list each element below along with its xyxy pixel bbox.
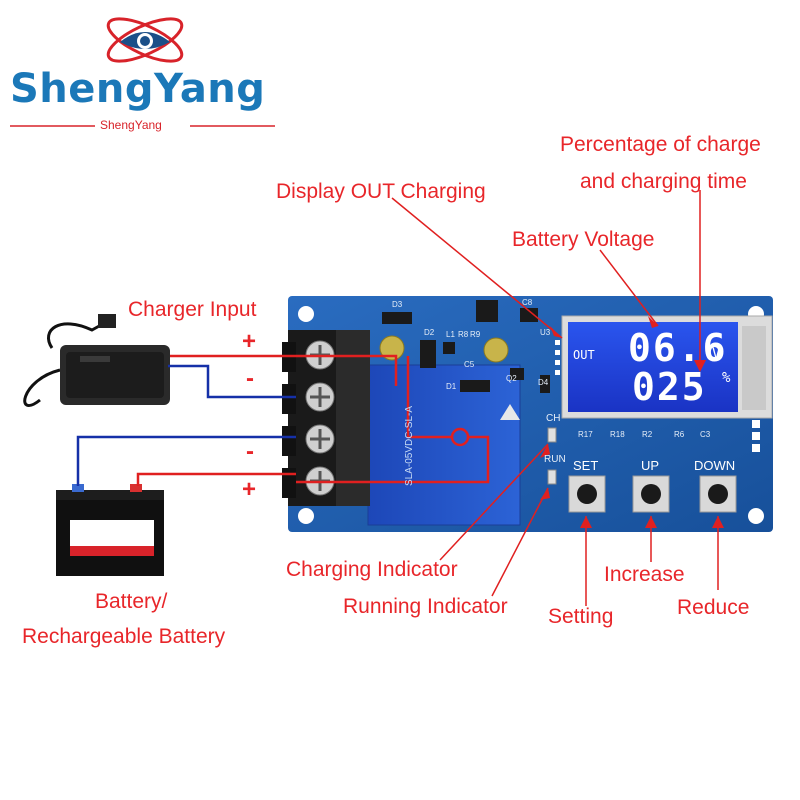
callout-increase: Increase (604, 563, 685, 586)
component-label-r8: R8 (458, 330, 469, 339)
callout-battery-line2: Rechargeable Battery (22, 625, 226, 648)
brand-subtitle: ShengYang (100, 118, 162, 132)
eye-logo-icon (106, 17, 184, 63)
up-button-label: UP (641, 458, 660, 473)
screw-terminal-2 (305, 382, 335, 412)
component-label-r18: R18 (610, 430, 625, 439)
run-label: RUN (544, 454, 566, 465)
set-button-label: SET (573, 458, 599, 473)
wires (76, 354, 490, 486)
capacitors (379, 335, 509, 363)
up-button (632, 475, 670, 513)
battery-plus-marker: + (242, 476, 257, 503)
callout-battery-voltage: Battery Voltage (512, 228, 655, 251)
ch-label: CH (546, 413, 561, 424)
component-label-q2: Q2 (506, 374, 517, 383)
component-label-r17: R17 (578, 430, 593, 439)
car-battery (56, 484, 164, 576)
callout-running-indicator: Running Indicator (343, 595, 508, 618)
callout-reduce: Reduce (677, 596, 750, 619)
component-label-u3: U3 (540, 328, 551, 337)
charging-led (547, 427, 557, 443)
lcd-out-label: OUT (573, 348, 595, 362)
component-label-c8: C8 (522, 298, 533, 307)
component-label-l1: L1 (446, 330, 455, 339)
lcd-percent-unit: % (722, 370, 731, 386)
callout-arrowheads (540, 316, 724, 528)
callout-setting: Setting (548, 605, 614, 628)
header-pins (555, 340, 760, 452)
component-label-d4: D4 (538, 378, 549, 387)
callout-charger-input: Charger Input (128, 298, 257, 321)
component-label-c3: C3 (700, 430, 711, 439)
component-label-c5: C5 (464, 360, 475, 369)
down-button-label: DOWN (694, 458, 736, 473)
set-button (568, 475, 606, 513)
lcd-percent-value: 025 (632, 365, 707, 409)
component-label-d1: D1 (446, 382, 457, 391)
charger-plus-marker: + (242, 328, 257, 355)
screw-terminal-3 (305, 424, 335, 454)
component-label-r2: R2 (642, 430, 653, 439)
relay (367, 364, 521, 526)
lcd-voltage-unit: V (712, 346, 721, 362)
callout-charge-percent-line2: and charging time (580, 170, 747, 193)
down-button (699, 475, 737, 513)
lcd-module (561, 315, 773, 419)
brand-name: ShengYang (10, 66, 266, 112)
callout-battery-line1: Battery/ (95, 590, 168, 613)
terminal-block (282, 330, 370, 506)
charger-minus-marker: - (246, 365, 254, 392)
component-label-r9: R9 (470, 330, 481, 339)
lcd-voltage-value: 06.6 (628, 326, 728, 370)
running-led (547, 469, 557, 485)
charger-adapter (23, 314, 170, 407)
callout-display-out: Display OUT Charging (276, 180, 486, 203)
callout-charging-indicator: Charging Indicator (286, 558, 458, 581)
battery-minus-marker: - (246, 438, 254, 465)
smd-components (382, 300, 550, 393)
component-label-d2: D2 (424, 328, 435, 337)
brand-rule (10, 125, 275, 127)
component-label-r6: R6 (674, 430, 685, 439)
component-label-d3: D3 (392, 300, 403, 309)
callout-charge-percent-line1: Percentage of charge (560, 133, 761, 156)
relay-label: SLA-05VDC-SL-A (404, 405, 415, 486)
